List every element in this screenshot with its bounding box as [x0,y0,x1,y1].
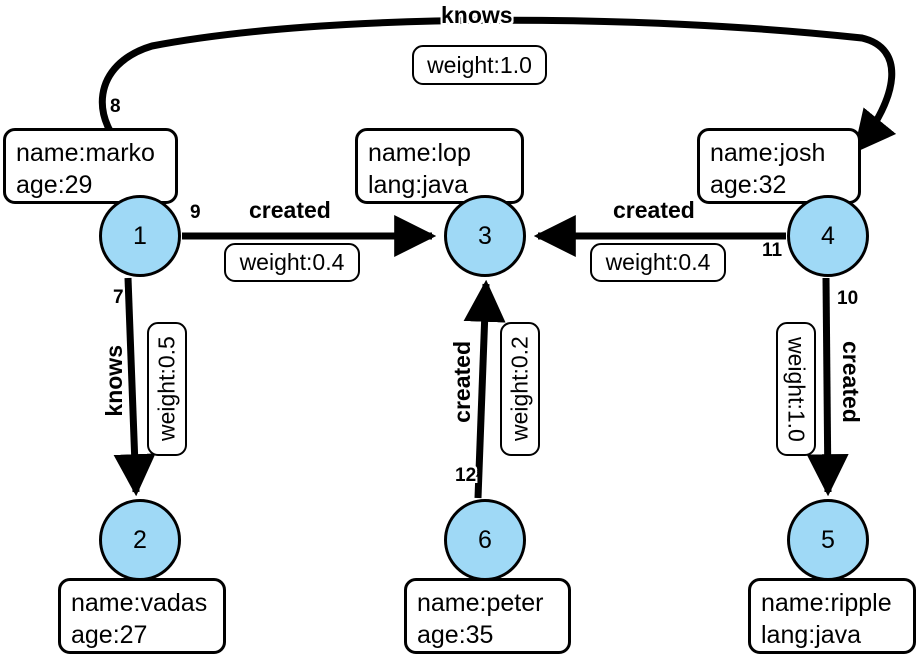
vertex-6-property-name: name:peter [417,589,544,617]
vertex-3[interactable]: 3 [444,195,526,277]
vertex-3-label: 3 [478,221,492,250]
vertex-5-label: 5 [821,525,835,554]
vertex-2-property-name: name:vadas [71,589,208,617]
edge-10-id: 10 [837,288,859,309]
vertex-1-properties: name:marko age:29 [3,128,178,204]
edge-line-7 [113,277,156,497]
edge-7-type-label: knows [101,345,127,417]
edge-7-id: 7 [113,287,124,308]
vertex-6-property-age: age:35 [417,621,494,649]
vertex-1-property-age: age:29 [16,171,93,199]
vertex-3-property-lang: lang:java [368,171,469,199]
edge-9-id: 9 [190,202,201,223]
vertex-2-properties: name:vadas age:27 [58,578,226,654]
edge-11-weight: weight:0.4 [590,243,726,282]
vertex-4-property-age: age:32 [710,171,787,199]
edge-8-id: 8 [110,96,121,117]
vertex-2-label: 2 [133,525,147,554]
edge-line-8 [98,16,897,159]
vertex-5-property-name: name:ripple [761,589,892,617]
edge-12-weight: weight:0.2 [500,322,540,456]
edge-line-10 [806,277,849,497]
vertex-2[interactable]: 2 [99,499,181,581]
vertex-4-property-name: name:josh [710,139,826,167]
edge-9-type-label: created [249,197,331,223]
vertex-6[interactable]: 6 [444,499,526,581]
edge-7-weight: weight:0.5 [147,322,187,456]
edge-10-type-label: created [838,341,864,423]
vertex-6-properties: name:peter age:35 [404,578,571,654]
vertex-1[interactable]: 1 [99,195,181,277]
vertex-6-label: 6 [478,525,492,554]
vertex-3-properties: name:lop lang:java [355,128,524,204]
edge-8-weight: weight:1.0 [412,45,547,85]
edge-12-id: 12 [455,465,477,486]
edge-11-type-label: created [613,197,695,223]
vertex-5-property-lang: lang:java [761,621,862,649]
vertex-3-property-name: name:lop [368,139,471,167]
vertex-2-property-age: age:27 [71,621,148,649]
vertex-4-properties: name:josh age:32 [697,128,861,204]
vertex-4[interactable]: 4 [787,195,869,277]
edge-9-weight: weight:0.4 [224,243,360,282]
edge-11-id: 11 [762,240,783,261]
vertex-5[interactable]: 5 [787,499,869,581]
vertex-4-label: 4 [821,221,835,250]
vertex-1-property-name: name:marko [16,139,155,167]
edge-line-12 [463,279,506,499]
edge-12-type-label: created [449,341,475,423]
edge-10-weight: weight:1.0 [776,322,816,456]
vertex-5-properties: name:ripple lang:java [748,578,916,654]
vertex-1-label: 1 [133,221,147,250]
edge-8-type-label: knows [441,2,513,28]
